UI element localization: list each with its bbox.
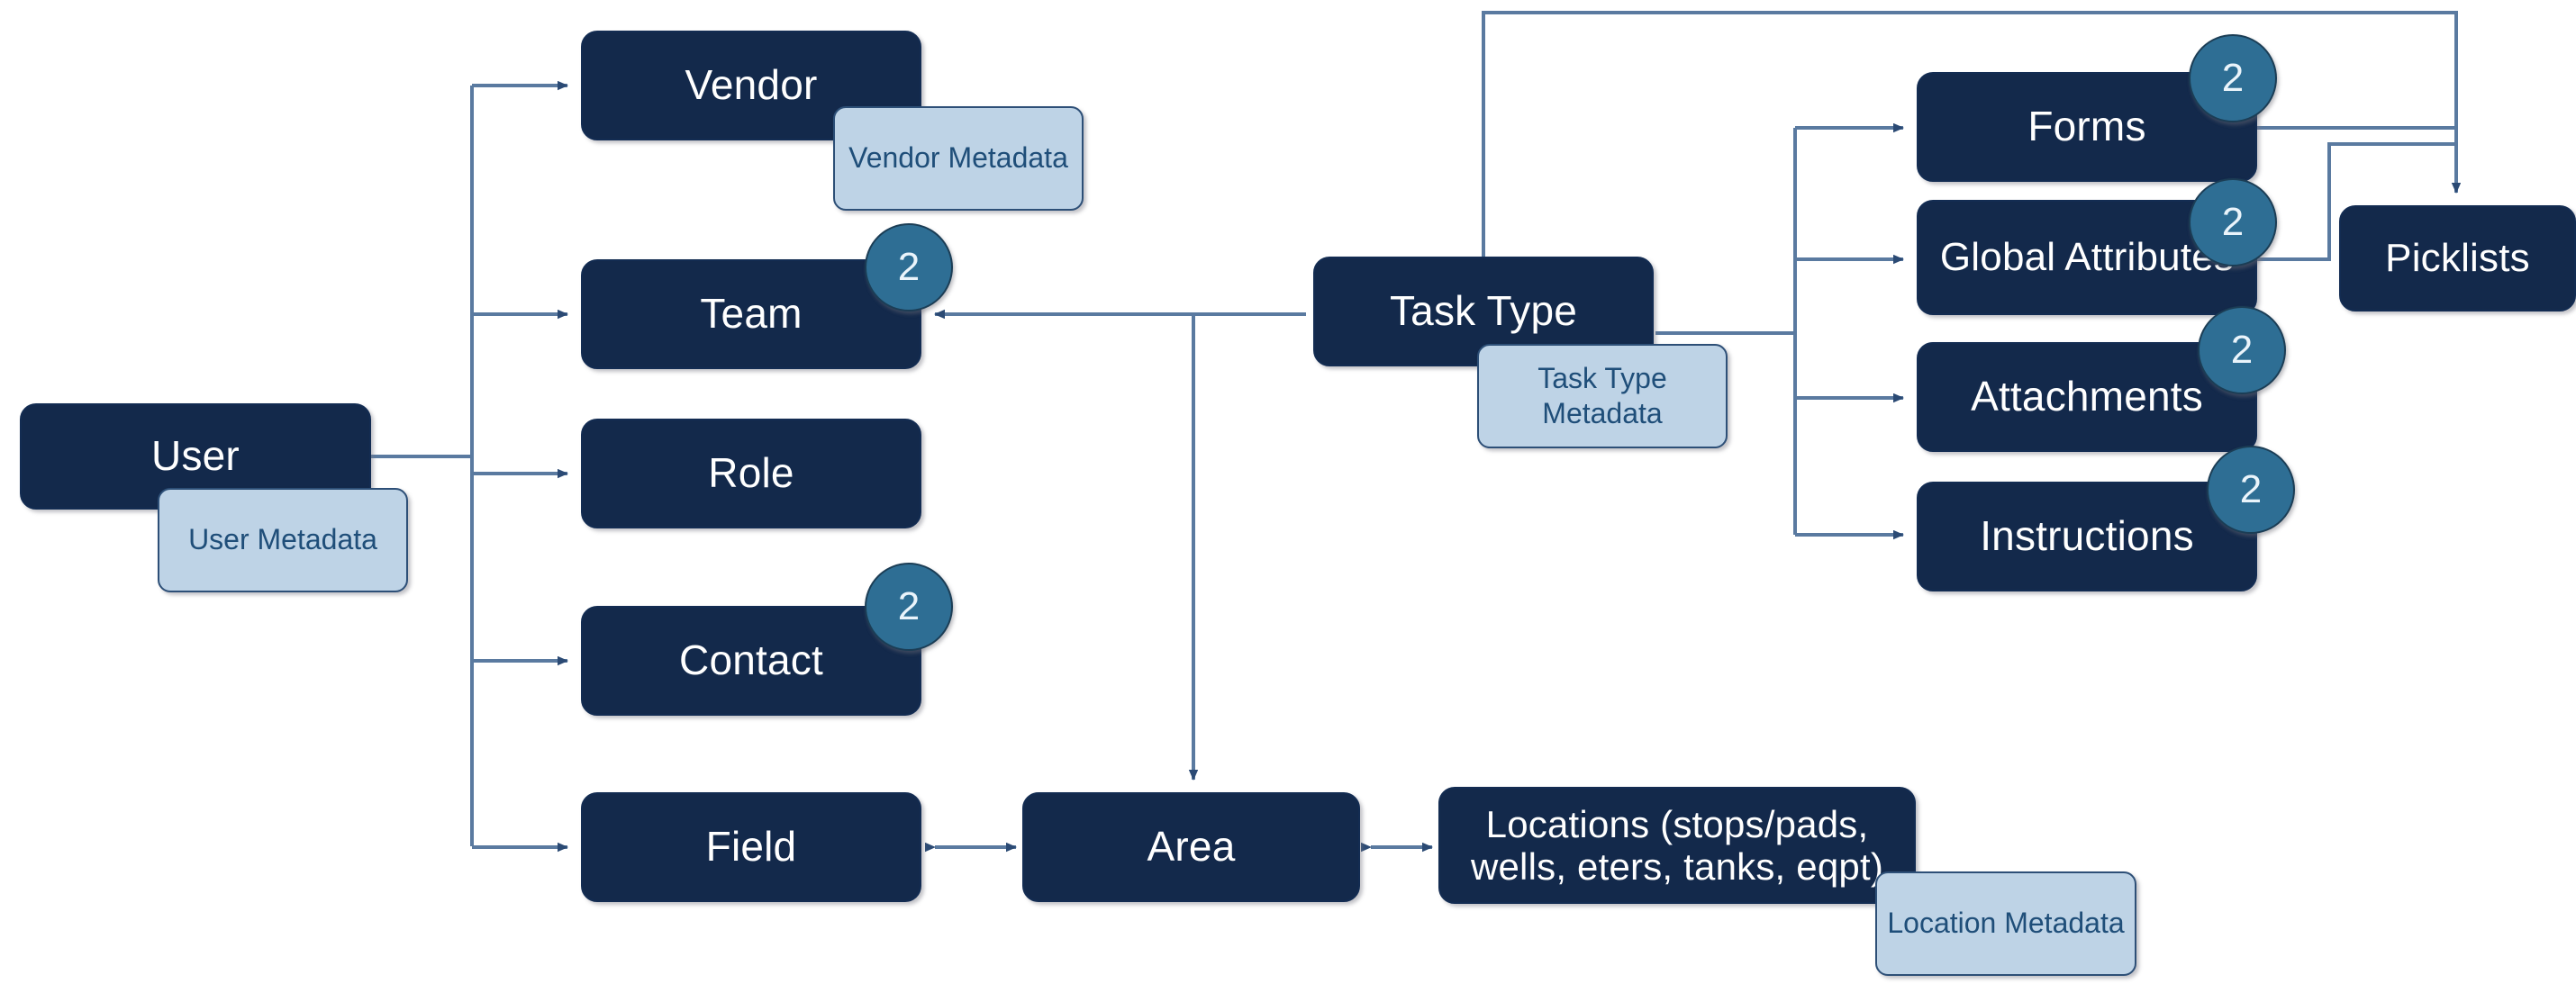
node-team[interactable]: Team	[581, 259, 921, 369]
node-locations[interactable]: Locations (stops/pads, wells, eters, tan…	[1438, 787, 1916, 904]
node-contact[interactable]: Contact	[581, 606, 921, 716]
badge-contact-count: 2	[865, 563, 953, 651]
node-attachments[interactable]: Attachments	[1917, 342, 2257, 452]
badge-team-count: 2	[865, 223, 953, 311]
node-picklists[interactable]: Picklists	[2339, 205, 2576, 311]
node-role[interactable]: Role	[581, 419, 921, 528]
metadata-task-type[interactable]: Task Type Metadata	[1477, 344, 1728, 448]
metadata-vendor[interactable]: Vendor Metadata	[833, 106, 1084, 211]
metadata-user[interactable]: User Metadata	[158, 488, 408, 592]
node-instructions[interactable]: Instructions	[1917, 482, 2257, 591]
badge-global-attributes-count: 2	[2189, 178, 2277, 266]
badge-attachments-count: 2	[2198, 306, 2286, 394]
metadata-location[interactable]: Location Metadata	[1875, 871, 2136, 976]
node-area[interactable]: Area	[1022, 792, 1360, 902]
node-field[interactable]: Field	[581, 792, 921, 902]
badge-forms-count: 2	[2189, 34, 2277, 122]
badge-instructions-count: 2	[2207, 446, 2295, 534]
